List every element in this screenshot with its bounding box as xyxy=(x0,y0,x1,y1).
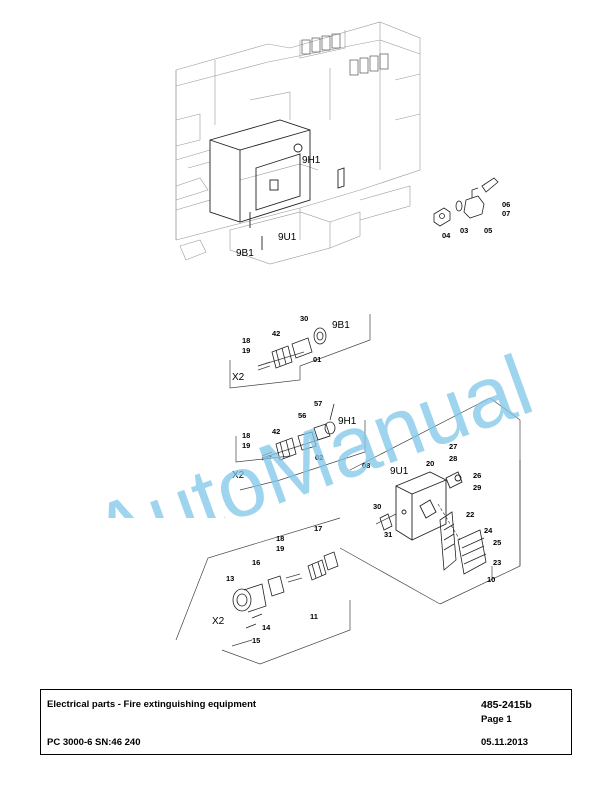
label-x2c: X2 xyxy=(212,616,225,627)
label-9h1: 9H1 xyxy=(338,416,357,427)
machine-overview xyxy=(175,21,421,265)
label-p19a: 19 xyxy=(242,346,250,355)
label-9u1-top: 9U1 xyxy=(278,232,297,243)
label-p06: 06 xyxy=(502,200,510,209)
label-p18b: 18 xyxy=(242,431,250,440)
label-p02: 02 xyxy=(315,453,323,462)
label-9u1: 9U1 xyxy=(390,466,409,477)
label-p18c: 18 xyxy=(276,534,284,543)
label-p03: 03 xyxy=(460,226,468,235)
revision-date: 05.11.2013 xyxy=(481,737,529,748)
label-p07: 07 xyxy=(502,209,510,218)
part-labels: 9H1 9U1 9B1 04 03 05 06 07 30 9B1 42 18 … xyxy=(212,155,510,645)
label-p04: 04 xyxy=(442,231,451,240)
label-p25: 25 xyxy=(493,538,501,547)
label-p28: 28 xyxy=(449,454,457,463)
small-parts-group xyxy=(433,177,499,227)
junction-box-9u1 xyxy=(395,471,463,541)
drawing-title: Electrical parts - Fire extinguishing eq… xyxy=(47,699,257,710)
label-9h1-top: 9H1 xyxy=(302,155,321,166)
label-p24: 24 xyxy=(484,526,493,535)
label-p22: 22 xyxy=(466,510,474,519)
document-number: 485-2415b xyxy=(481,699,532,711)
label-p27: 27 xyxy=(449,442,457,451)
label-9b1-top: 9B1 xyxy=(236,248,254,259)
label-p11: 11 xyxy=(310,612,318,621)
label-p14: 14 xyxy=(262,623,271,632)
label-p29: 29 xyxy=(473,483,481,492)
connector-assembly-01 xyxy=(271,327,327,369)
label-p23: 23 xyxy=(493,558,501,567)
connector-assembly-11 xyxy=(232,513,393,629)
terminal-strip xyxy=(439,511,487,575)
roof-vents xyxy=(301,33,389,76)
label-p30b: 30 xyxy=(373,502,381,511)
title-block: Electrical parts - Fire extinguishing eq… xyxy=(40,689,572,755)
label-p18a: 18 xyxy=(242,336,250,345)
label-p19c: 19 xyxy=(276,544,284,553)
label-p17: 17 xyxy=(314,524,322,533)
label-p08: 08 xyxy=(362,461,370,470)
label-p26: 26 xyxy=(473,471,481,480)
label-p57: 57 xyxy=(314,399,322,408)
label-p30a: 30 xyxy=(300,314,308,323)
page-number: Page 1 xyxy=(481,714,512,725)
label-p19b: 19 xyxy=(242,441,250,450)
label-p31: 31 xyxy=(384,530,392,539)
label-p10: 10 xyxy=(487,575,495,584)
label-p42b: 42 xyxy=(272,427,280,436)
control-cabinet xyxy=(209,119,345,250)
beacon-symbol xyxy=(293,143,303,153)
label-x2a: X2 xyxy=(232,372,245,383)
leader-lines xyxy=(175,314,521,665)
label-p13: 13 xyxy=(226,574,234,583)
connector-assembly-02 xyxy=(275,403,336,461)
label-p05: 05 xyxy=(484,226,492,235)
label-p15: 15 xyxy=(252,636,260,645)
exploded-parts-diagram: 9H1 9U1 9B1 04 03 05 06 07 30 9B1 42 18 … xyxy=(175,21,521,665)
label-p56: 56 xyxy=(298,411,306,420)
label-p42a: 42 xyxy=(272,329,280,338)
label-p16: 16 xyxy=(252,558,260,567)
label-p01: 01 xyxy=(313,355,321,364)
label-p20: 20 xyxy=(426,459,434,468)
label-x2b: X2 xyxy=(232,470,245,481)
label-9b1: 9B1 xyxy=(332,320,350,331)
machine-serial: PC 3000-6 SN:46 240 xyxy=(47,737,141,748)
